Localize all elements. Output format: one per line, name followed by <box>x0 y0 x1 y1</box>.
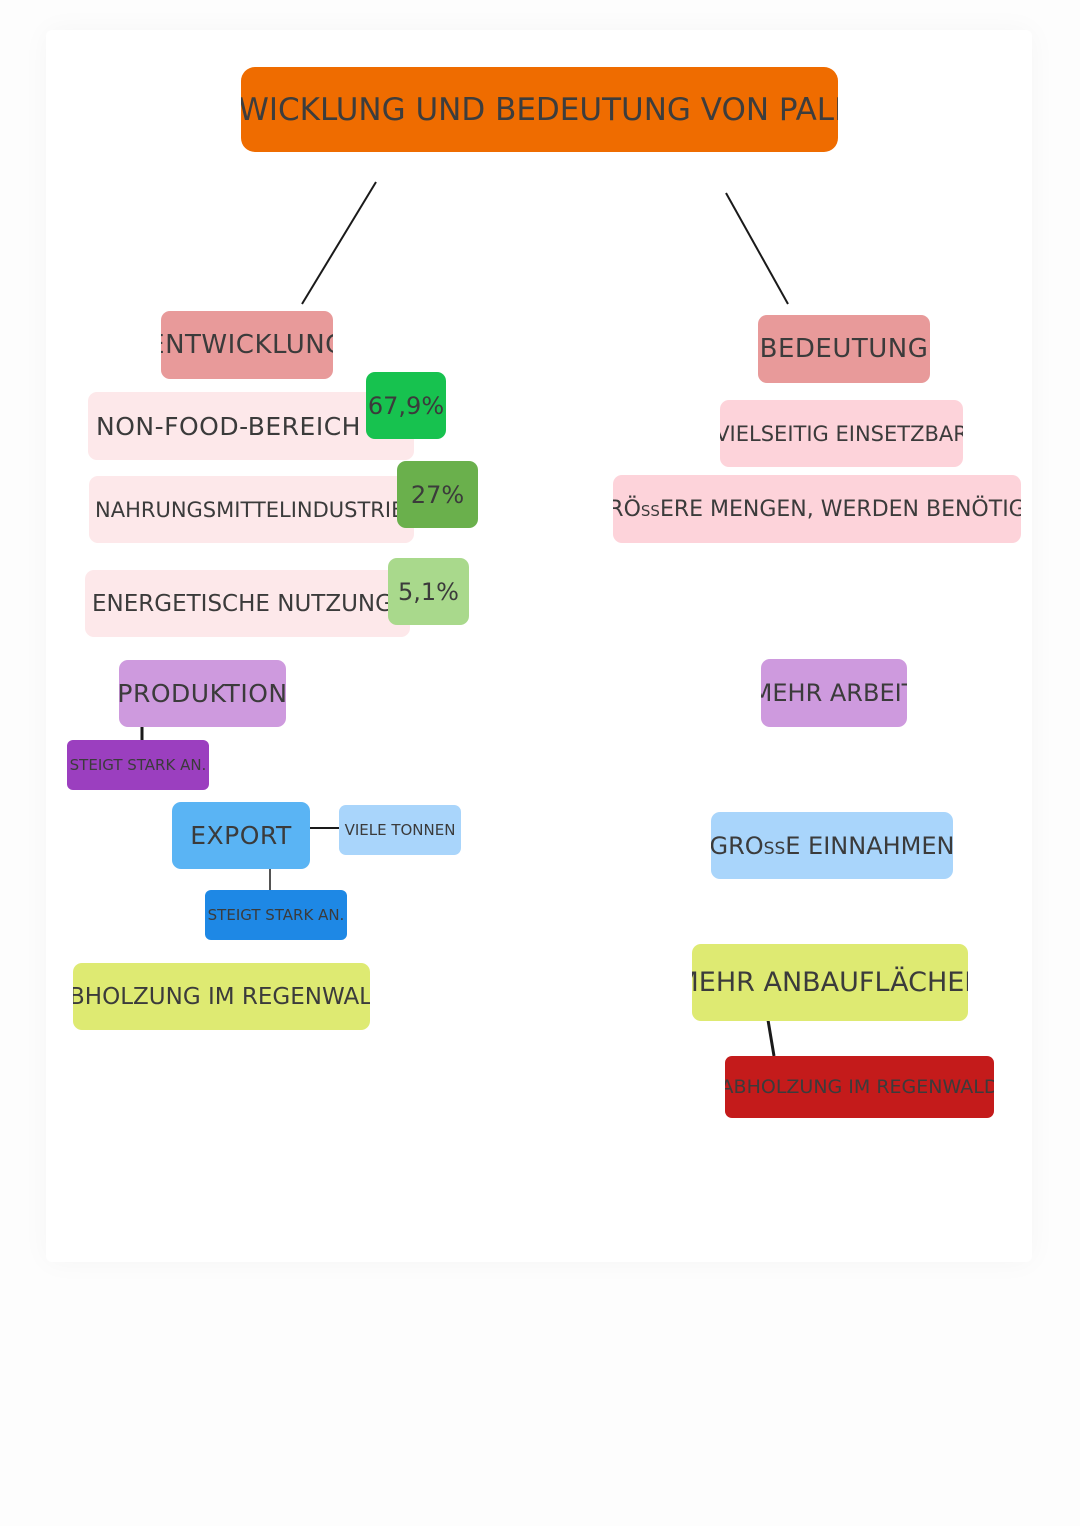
groessere-mengen-label: GRÖßERE MENGEN, WERDEN BENÖTIGT. <box>613 496 1021 522</box>
title-box: ENTWICKLUNG UND BEDEUTUNG VON PALMÖL <box>241 67 838 152</box>
usage-box-non-food: NON-FOOD-BEREICH <box>88 392 414 460</box>
viele-tonnen-label: VIELE TONNEN <box>344 821 456 839</box>
percent-badge-energie: 5,1% <box>388 558 469 625</box>
entwicklung-heading: ENTWICKLUNG <box>161 311 333 379</box>
usage-label-non-food: NON-FOOD-BEREICH <box>96 411 361 441</box>
usage-label-nahrung: NAHRUNGSMITTELINDUSTRIE <box>95 497 405 522</box>
vielseitig-box: VIELSEITIG EINSETZBAR <box>720 400 963 467</box>
connector-title-entwicklung <box>301 181 377 305</box>
export-label: EXPORT <box>190 821 292 850</box>
abholzung-left-box: ABHOLZUNG IM REGENWALD <box>73 963 370 1030</box>
vielseitig-label: VIELSEITIG EINSETZBAR <box>720 421 963 446</box>
produktion-label: PRODUKTION <box>119 679 286 708</box>
anbauflaechen-box: MEHR ANBAUFLÄCHEN <box>692 944 968 1021</box>
usage-label-energie: ENERGETISCHE NUTZUNG <box>92 590 393 617</box>
percent-badge-nahrung: 27% <box>397 461 478 528</box>
produktion-box: PRODUKTION <box>119 660 286 727</box>
produktion-note-box: STEIGT STARK AN. <box>67 740 209 790</box>
entwicklung-heading-text: ENTWICKLUNG <box>161 330 333 360</box>
bedeutung-heading-text: BEDEUTUNG <box>759 334 929 364</box>
einnahmen-box: GROßE EINNAHMEN <box>711 812 953 879</box>
bedeutung-heading: BEDEUTUNG <box>758 315 930 383</box>
usage-box-nahrung: NAHRUNGSMITTELINDUSTRIE <box>89 476 414 543</box>
mehr-arbeit-label: MEHR ARBEIT <box>761 679 907 707</box>
connector-anbauflaechen-abholzung <box>766 1019 776 1057</box>
percent-value-non-food: 67,9% <box>367 391 445 420</box>
percent-value-nahrung: 27% <box>410 480 465 509</box>
einnahmen-label: GROßE EINNAHMEN <box>711 831 953 860</box>
abholzung-right-label: ABHOLZUNG IM REGENWALD <box>725 1076 994 1098</box>
percent-value-energie: 5,1% <box>398 577 459 606</box>
title-text: ENTWICKLUNG UND BEDEUTUNG VON PALMÖL <box>241 91 838 128</box>
anbauflaechen-label: MEHR ANBAUFLÄCHEN <box>692 967 968 998</box>
abholzung-left-label: ABHOLZUNG IM REGENWALD <box>73 983 370 1010</box>
usage-box-energie: ENERGETISCHE NUTZUNG <box>85 570 410 637</box>
connector-title-bedeutung <box>725 192 789 305</box>
groessere-mengen-box: GRÖßERE MENGEN, WERDEN BENÖTIGT. <box>613 475 1021 543</box>
abholzung-right-box: ABHOLZUNG IM REGENWALD <box>725 1056 994 1118</box>
viele-tonnen-box: VIELE TONNEN <box>339 805 461 855</box>
percent-badge-non-food: 67,9% <box>366 372 446 439</box>
export-note-box: STEIGT STARK AN. <box>205 890 347 940</box>
produktion-note: STEIGT STARK AN. <box>69 756 207 774</box>
export-box: EXPORT <box>172 802 310 869</box>
export-note: STEIGT STARK AN. <box>207 906 345 924</box>
mehr-arbeit-box: MEHR ARBEIT <box>761 659 907 727</box>
